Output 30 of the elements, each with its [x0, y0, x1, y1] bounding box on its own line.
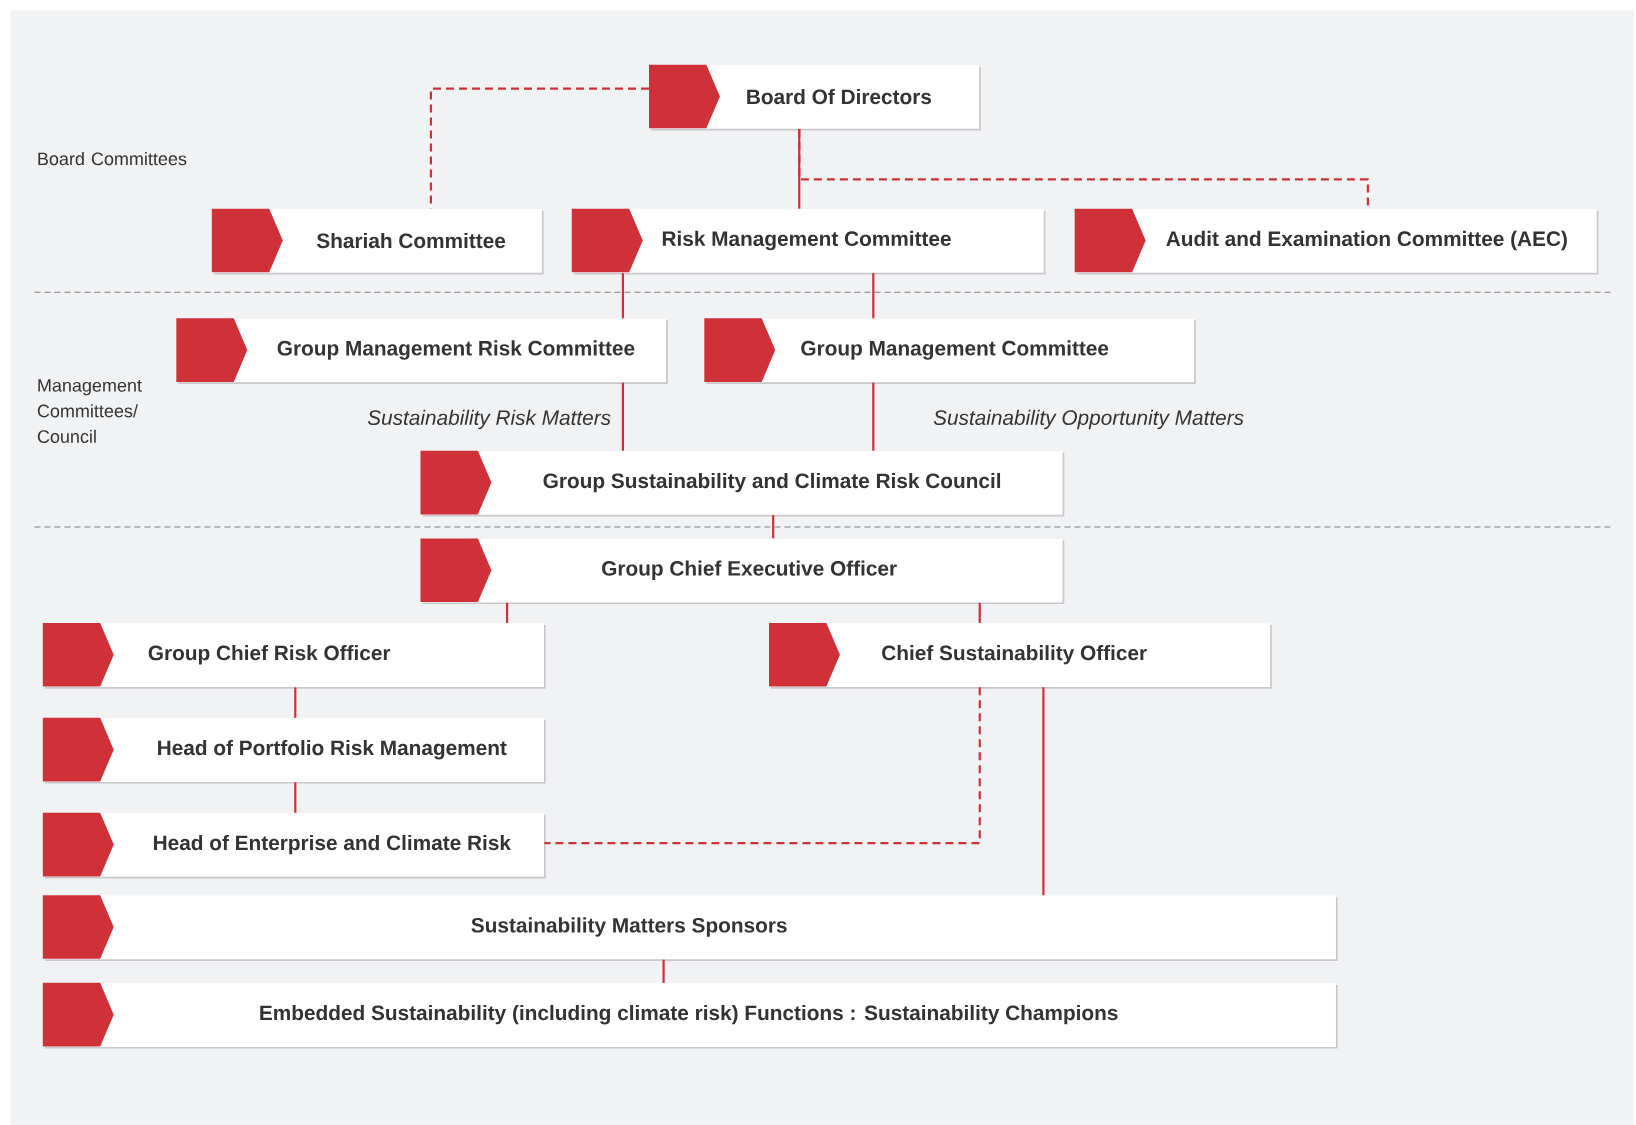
chevron-box: Embedded Sustainability (including climate risk) Functions : Sustainability Champions	[42, 982, 1338, 1049]
connector-line	[294, 687, 297, 718]
chevron-box: Group Chief Executive Officer	[420, 538, 1065, 605]
connector-line	[544, 687, 981, 845]
section-label: Management Committees/ Council	[37, 379, 142, 443]
chevron-box: Audit and Examination Committee (AEC)	[1074, 208, 1599, 275]
connector-line	[872, 382, 875, 451]
connector-line	[621, 382, 624, 451]
connector-line	[1042, 687, 1045, 896]
connector-line	[978, 602, 981, 623]
chevron-box: Group Sustainability and Climate Risk Council	[420, 450, 1065, 517]
chevron-box: Group Management Risk Committee	[176, 318, 668, 384]
chevron-box: Board Of Directors	[649, 64, 981, 131]
edge-label: Sustainability Risk Matters	[367, 409, 611, 430]
chevron-box: Group Management Committee	[704, 318, 1196, 384]
connector-line	[621, 273, 624, 319]
connector-line	[662, 959, 665, 983]
connector-line	[506, 602, 509, 623]
chevron-box: Chief Sustainability Officer	[768, 622, 1272, 689]
connector-line	[872, 273, 875, 319]
edge-label: Sustainability Opportunity Matters	[933, 409, 1244, 430]
connector-line	[772, 515, 775, 539]
chevron-box: Sustainability Matters Sponsors	[42, 895, 1338, 961]
connector-line	[294, 782, 297, 813]
chevron-box: Shariah Committee	[211, 208, 544, 275]
chevron-box: Head of Enterprise and Climate Risk	[42, 812, 546, 879]
chevron-box: Group Chief Risk Officer	[42, 622, 546, 689]
chevron-box: Risk Management Committee	[571, 208, 1046, 275]
chevron-box: Head of Portfolio Risk Management	[42, 717, 546, 784]
section-label: Board Committees	[38, 152, 187, 166]
